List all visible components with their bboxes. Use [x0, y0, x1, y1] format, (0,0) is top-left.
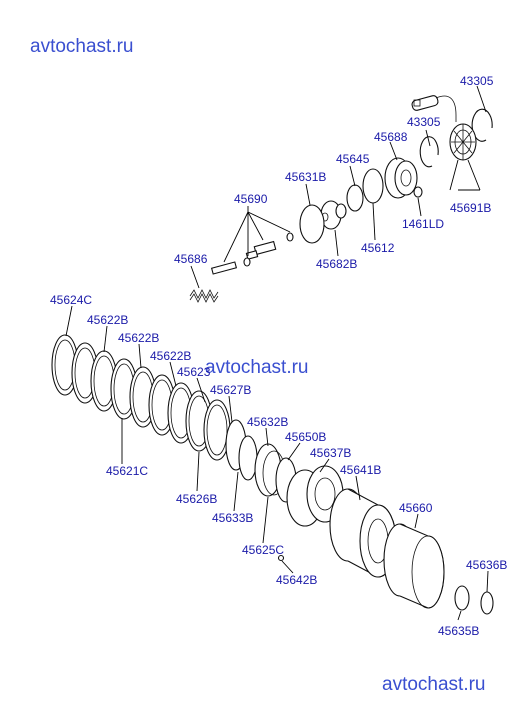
label-45612: 45612: [361, 241, 395, 255]
seal-ring-45612: [362, 168, 384, 204]
label-45622B-2: 45622B: [118, 331, 159, 345]
retainer-45682B: [320, 200, 347, 230]
watermark-center: avtochast.ru: [205, 357, 309, 378]
label-43305-top: 43305: [460, 74, 494, 88]
snap-ring-45635B: [454, 585, 470, 611]
o-ring-1461LD: [413, 186, 423, 198]
label-45627B: 45627B: [210, 383, 251, 397]
label-45631B: 45631B: [285, 170, 326, 184]
seal-ring-45645: [346, 184, 364, 212]
label-45690: 45690: [234, 192, 268, 206]
label-45632B: 45632B: [247, 415, 288, 429]
wire-connector-43305: [411, 95, 457, 122]
label-45622B-1: 45622B: [87, 313, 128, 327]
label-45625C: 45625C: [242, 543, 284, 557]
label-45633B: 45633B: [212, 511, 253, 525]
label-45642B: 45642B: [276, 573, 317, 587]
snap-ring-45633B: [238, 435, 258, 481]
valve-45690: [245, 240, 277, 260]
label-45622B-3: 45622B: [150, 349, 191, 363]
watermark-bottom-right: avtochast.ru: [382, 674, 486, 695]
spring-45686: [189, 289, 219, 303]
label-45623: 45623: [177, 365, 211, 379]
label-45686: 45686: [174, 252, 208, 266]
label-45624C: 45624C: [50, 293, 92, 307]
snap-ring-45631B: [299, 204, 325, 244]
label-45660: 45660: [399, 501, 433, 515]
label-45626B: 45626B: [176, 492, 217, 506]
retainer-45625C: [286, 465, 344, 527]
pin-45690: [243, 257, 251, 267]
label-1461LD: 1461LD: [402, 217, 444, 231]
label-45691B: 45691B: [450, 201, 491, 215]
label-45688: 45688: [374, 130, 408, 144]
label-45645: 45645: [336, 152, 370, 166]
small-ring-45690: [286, 232, 294, 242]
label-45621C: 45621C: [106, 464, 148, 478]
brake-band-45660: [383, 523, 445, 609]
ball-45642B: [277, 554, 285, 562]
valve-plunger-45690: [210, 261, 238, 275]
piston-45688: [384, 157, 418, 199]
snap-ring-45636B: [480, 591, 494, 615]
label-45650B: 45650B: [285, 430, 326, 444]
solenoid-body-45691B: [449, 123, 477, 161]
label-45682B: 45682B: [316, 257, 357, 271]
watermark-top-left: avtochast.ru: [30, 36, 134, 57]
snap-ring-43305-mid: [419, 136, 439, 168]
label-45637B: 45637B: [310, 446, 351, 460]
snap-ring-43305-top: [471, 108, 493, 142]
label-45635B: 45635B: [438, 624, 479, 638]
label-43305-mid: 43305: [407, 115, 441, 129]
label-45641B: 45641B: [340, 463, 381, 477]
clutch-pack-45621C: [51, 334, 231, 461]
label-45636B: 45636B: [466, 558, 507, 572]
